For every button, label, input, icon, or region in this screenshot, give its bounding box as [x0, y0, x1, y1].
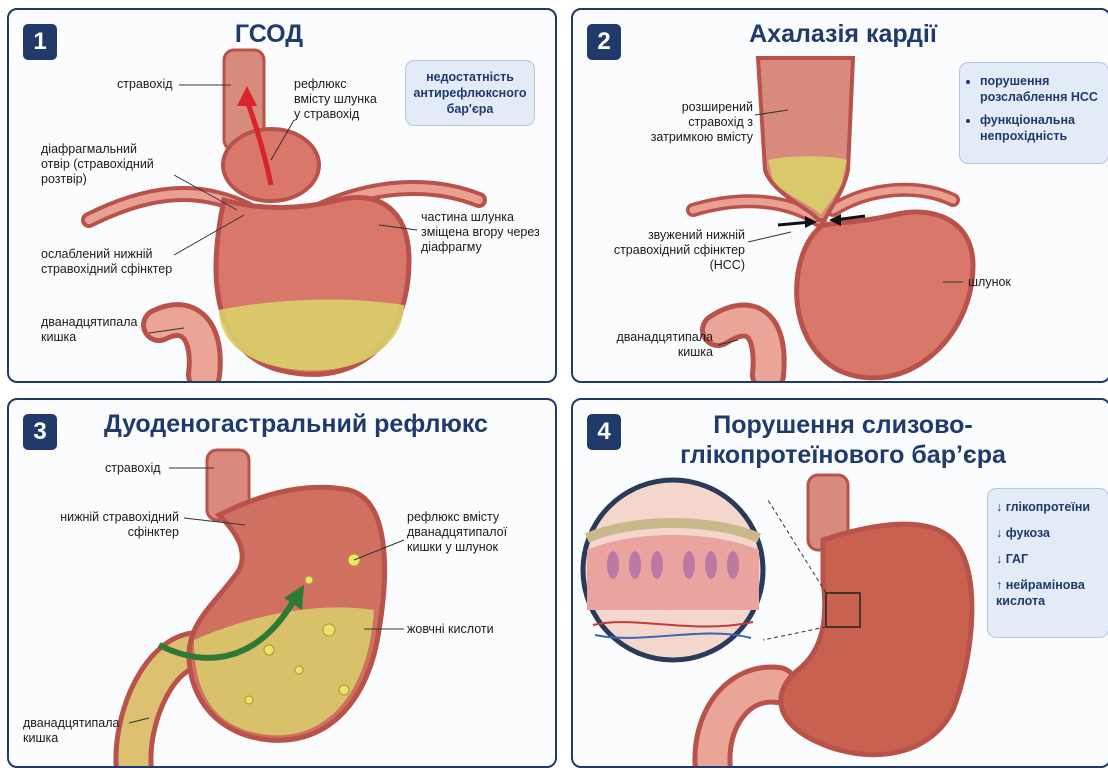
panel-mucus-barrier: 4 Порушення слизово- глікопротеїнового б…	[571, 398, 1108, 768]
label-stomach-part: частина шлунка зміщена вгору через діафр…	[421, 210, 540, 255]
info-box-achalasia: порушення розслаблення НСС функціональна…	[959, 62, 1108, 164]
label-duodenum: дванадцятипала кишка	[41, 315, 138, 345]
marker-fucose: ↓ фукоза	[996, 525, 1100, 541]
label-weak-les: ослаблений нижній стравохідний сфінктер	[41, 247, 172, 277]
label-narrowed-les: звужений нижній стравохідний сфінктер (Н…	[593, 228, 745, 273]
label-duodenum: дванадцятипала кишка	[23, 716, 120, 746]
marker-neuraminic-acid: ↑ нейрамінова кислота	[996, 577, 1100, 609]
info-box-barrier: недостатність антирефлюксного бар'єра	[405, 60, 535, 126]
bullet-relaxation: порушення розслаблення НСС	[980, 73, 1102, 105]
label-duodenum: дванадцятипала кишка	[593, 330, 713, 360]
label-dilated-esophagus: розширений стравохід з затримкою вмісту	[613, 100, 753, 145]
label-reflux: рефлюкс вмісту шлунка у стравохід	[294, 77, 377, 122]
label-les: нижній стравохідний сфінктер	[29, 510, 179, 540]
label-esophagus: стравохід	[105, 461, 161, 476]
label-stomach: шлунок	[968, 275, 1011, 290]
panel-duodenogastric-reflux: 3 Дуоденогастральний рефлюкс стравохід н…	[7, 398, 557, 768]
duodenogastric-illustration	[9, 400, 557, 768]
info-box-markers: ↓ глікопротеїни ↓ фукоза ↓ ГАГ ↑ нейрамі…	[987, 488, 1108, 638]
marker-gag: ↓ ГАГ	[996, 551, 1100, 567]
label-bile-acids: жовчні кислоти	[407, 622, 494, 637]
marker-glycoproteins: ↓ глікопротеїни	[996, 499, 1100, 515]
label-reflux: рефлюкс вмісту дванадцятипалої кишки у ш…	[407, 510, 507, 555]
label-esophagus: стравохід	[117, 77, 173, 92]
bullet-obstruction: функціональна непрохідність	[980, 112, 1102, 144]
label-hiatus: діафрагмальний отвір (стравохідний розтв…	[41, 142, 154, 187]
panel-achalasia: 2 Ахалазія кардії розширений стравохід з…	[571, 8, 1108, 383]
panel-gerd: 1 ГСОД стравохід рефлюкс вмісту шлунка у…	[7, 8, 557, 383]
